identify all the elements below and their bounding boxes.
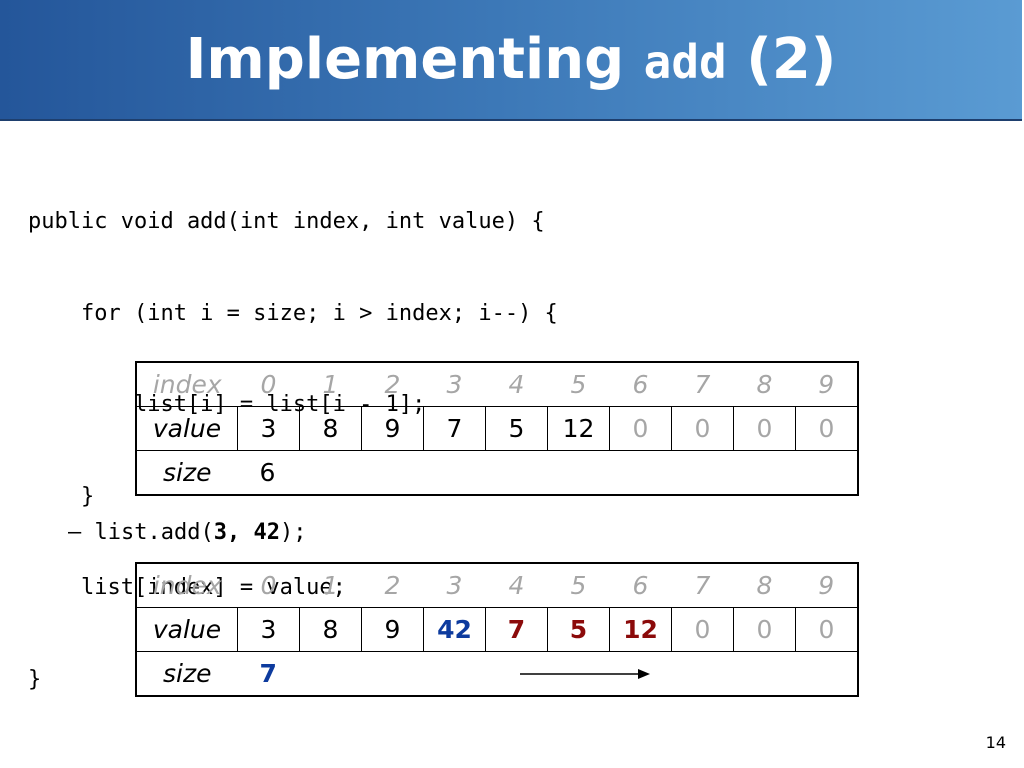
- index-cell: 7: [694, 571, 711, 600]
- code-line: list[index] = value;: [28, 575, 346, 600]
- value-cell: 42: [423, 607, 486, 652]
- call-arg-sep: ,: [226, 520, 254, 545]
- size-label: size: [163, 659, 212, 688]
- index-cell: 9: [818, 370, 835, 399]
- value-cell: 0: [671, 406, 734, 451]
- index-cell: 2: [384, 370, 401, 399]
- title-bar: Implementing add (2): [0, 0, 1022, 121]
- value-cell: 12: [609, 607, 672, 652]
- code-line: }: [28, 483, 95, 509]
- call-arg-value: 42: [253, 520, 280, 545]
- code-line: }: [28, 666, 42, 692]
- call-prefix: list.add(: [94, 520, 214, 545]
- value-cell: 0: [609, 406, 672, 451]
- code-line: public void add(int index, int value) {: [28, 209, 545, 234]
- title-prefix: Implementing: [185, 26, 644, 92]
- index-cell: 4: [508, 370, 525, 399]
- index-cell: 1: [322, 571, 339, 600]
- size-row: size 7: [136, 652, 858, 697]
- value-cell: 3: [237, 607, 300, 652]
- size-row: size 6: [136, 451, 858, 496]
- page-number: 14: [985, 733, 1006, 752]
- value-cell: 0: [795, 607, 859, 652]
- value-cell: 0: [671, 607, 734, 652]
- call-arg-index: 3: [213, 520, 227, 545]
- value-cell: 0: [733, 406, 796, 451]
- slide-title: Implementing add (2): [186, 31, 837, 89]
- value-cell: 5: [485, 406, 548, 451]
- index-cell: 0: [260, 370, 277, 399]
- index-cell: 5: [570, 370, 587, 399]
- index-cell: 8: [756, 370, 773, 399]
- index-label: index: [152, 370, 222, 399]
- call-suffix: );: [279, 520, 307, 545]
- value-cell: 3: [237, 406, 300, 451]
- value-cell: 9: [361, 607, 424, 652]
- index-cell: 1: [322, 370, 339, 399]
- size-value: 7: [259, 659, 277, 688]
- bullet-dash: –: [68, 520, 95, 545]
- value-label: value: [136, 607, 238, 652]
- value-cell: 9: [361, 406, 424, 451]
- index-cell: 3: [446, 370, 463, 399]
- title-suffix: (2): [726, 26, 837, 92]
- value-cell: 8: [299, 406, 362, 451]
- value-row: value 3 8 9 42 7 5 12 0 0 0: [136, 607, 859, 652]
- index-label: index: [152, 571, 222, 600]
- value-cell: 8: [299, 607, 362, 652]
- index-row: index 0 1 2 3 4 5 6 7 8 9: [136, 362, 858, 407]
- index-cell: 7: [694, 370, 711, 399]
- value-cell: 7: [423, 406, 486, 451]
- index-cell: 2: [384, 571, 401, 600]
- call-bullet: – list.add(3, 42);: [68, 520, 306, 545]
- value-cell: 7: [485, 607, 548, 652]
- value-row: value 3 8 9 7 5 12 0 0 0 0: [136, 406, 859, 451]
- index-cell: 4: [508, 571, 525, 600]
- size-label: size: [163, 458, 212, 487]
- index-cell: 5: [570, 571, 587, 600]
- title-code: add: [643, 34, 727, 89]
- value-cell: 0: [733, 607, 796, 652]
- value-cell: 12: [547, 406, 610, 451]
- index-row: index 0 1 2 3 4 5 6 7 8 9: [136, 563, 858, 608]
- array-table-after: index 0 1 2 3 4 5 6 7 8 9 value 3 8 9 42…: [135, 562, 859, 697]
- code-line: for (int i = size; i > index; i--) {: [28, 300, 558, 326]
- index-cell: 6: [632, 370, 649, 399]
- index-cell: 3: [446, 571, 463, 600]
- value-label: value: [136, 406, 238, 451]
- index-cell: 9: [818, 571, 835, 600]
- right-arrow-icon: [520, 669, 650, 679]
- index-cell: 8: [756, 571, 773, 600]
- value-cell: 0: [795, 406, 859, 451]
- index-cell: 6: [632, 571, 649, 600]
- array-table-before: index 0 1 2 3 4 5 6 7 8 9 value 3 8 9 7 …: [135, 361, 859, 496]
- size-value: 6: [259, 458, 276, 487]
- index-cell: 0: [260, 571, 277, 600]
- value-cell: 5: [547, 607, 610, 652]
